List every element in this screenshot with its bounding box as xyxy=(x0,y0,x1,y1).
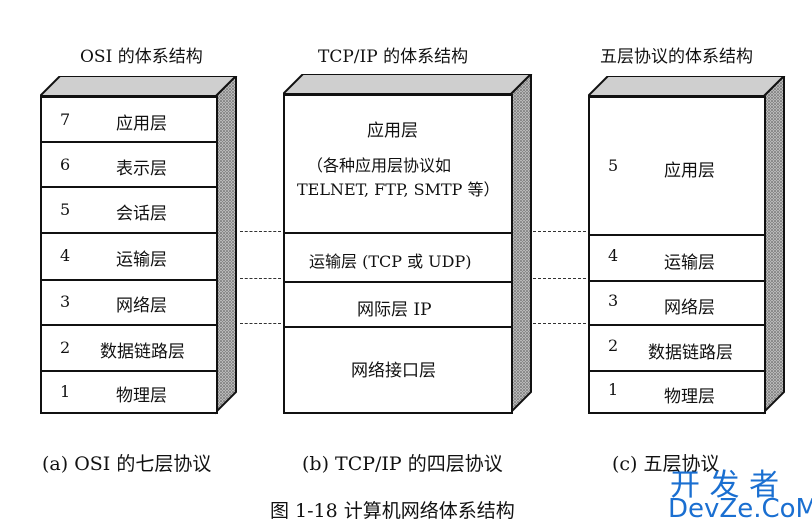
layer-number: 1 xyxy=(60,382,71,401)
layer-number: 2 xyxy=(608,336,619,355)
watermark-top: 开 发 者 xyxy=(670,468,780,503)
layer-number: 6 xyxy=(60,155,71,174)
dashed-connector xyxy=(240,323,281,324)
internet-layer-label: 网际层 IP xyxy=(357,300,432,320)
five-layer-4: 4 运输层 xyxy=(590,234,764,280)
layer-label: 物理层 xyxy=(664,387,715,407)
layer-number: 7 xyxy=(60,110,71,129)
osi-layer-1: 1 物理层 xyxy=(42,370,216,412)
tcpip-network-interface-layer: 网络接口层 xyxy=(285,326,511,412)
osi-layer-7: 7 应用层 xyxy=(42,98,216,141)
dashed-connector xyxy=(533,323,586,324)
osi-title: OSI 的体系结构 xyxy=(80,47,203,67)
layer-number: 2 xyxy=(60,338,71,357)
application-layer-desc-1: （各种应用层协议如 xyxy=(307,156,452,175)
tcpip-front: 应用层 （各种应用层协议如 TELNET, FTP, SMTP 等） 运输层 (… xyxy=(283,94,513,414)
five-layer-2: 2 数据链路层 xyxy=(590,324,764,370)
layer-number: 4 xyxy=(60,246,71,265)
layer-number: 1 xyxy=(608,380,619,399)
application-layer-desc-2: TELNET, FTP, SMTP 等） xyxy=(297,180,500,199)
layer-number: 4 xyxy=(608,246,619,265)
osi-layer-4: 4 运输层 xyxy=(42,232,216,279)
dashed-connector xyxy=(240,231,281,232)
layer-number: 5 xyxy=(608,156,619,175)
osi-layer-2: 2 数据链路层 xyxy=(42,324,216,370)
osi-layer-5: 5 会话层 xyxy=(42,186,216,232)
transport-layer-label: 运输层 (TCP 或 UDP) xyxy=(309,252,472,271)
five-layer-front: 5 应用层 4 运输层 3 网络层 2 数据链路层 1 物理层 xyxy=(588,96,766,414)
tcpip-title: TCP/IP 的体系结构 xyxy=(318,47,469,67)
figure-caption: 图 1-18 计算机网络体系结构 xyxy=(270,500,515,522)
layer-number: 3 xyxy=(60,292,71,311)
layer-label: 应用层 xyxy=(664,161,715,181)
layer-label: 会话层 xyxy=(116,204,167,224)
layer-label: 数据链路层 xyxy=(100,342,185,362)
dashed-connector xyxy=(240,278,281,279)
caption-osi: (a) OSI 的七层协议 xyxy=(42,453,212,475)
layer-label: 应用层 xyxy=(116,114,167,134)
layer-number: 3 xyxy=(608,291,619,310)
five-layer-title: 五层协议的体系结构 xyxy=(600,47,753,67)
five-layer-5: 5 应用层 xyxy=(590,98,764,234)
application-layer-title: 应用层 xyxy=(367,121,418,141)
layer-label: 运输层 xyxy=(116,250,167,270)
layer-label: 表示层 xyxy=(116,159,167,179)
layer-label: 运输层 xyxy=(664,253,715,273)
layer-label: 数据链路层 xyxy=(648,343,733,363)
caption-five-layer: (c) 五层协议 xyxy=(612,453,720,475)
osi-layer-6: 6 表示层 xyxy=(42,141,216,186)
dashed-connector xyxy=(533,278,586,279)
layer-label: 物理层 xyxy=(116,386,167,406)
network-interface-label: 网络接口层 xyxy=(351,361,436,381)
osi-layer-3: 3 网络层 xyxy=(42,279,216,324)
layer-label: 网络层 xyxy=(116,296,167,316)
layer-number: 5 xyxy=(60,200,71,219)
tcpip-internet-layer: 网际层 IP xyxy=(285,281,511,326)
layer-label: 网络层 xyxy=(664,298,715,318)
five-layer-3: 3 网络层 xyxy=(590,280,764,324)
tcpip-application-layer: 应用层 （各种应用层协议如 TELNET, FTP, SMTP 等） xyxy=(285,96,511,232)
osi-front: 7 应用层 6 表示层 5 会话层 4 运输层 3 网络层 2 数据链路层 1 … xyxy=(40,96,218,414)
tcpip-transport-layer: 运输层 (TCP 或 UDP) xyxy=(285,232,511,281)
watermark-bottom: DevZe.CoM xyxy=(668,494,812,524)
dashed-connector xyxy=(533,231,586,232)
caption-tcpip: (b) TCP/IP 的四层协议 xyxy=(302,453,503,475)
five-layer-1: 1 物理层 xyxy=(590,370,764,412)
